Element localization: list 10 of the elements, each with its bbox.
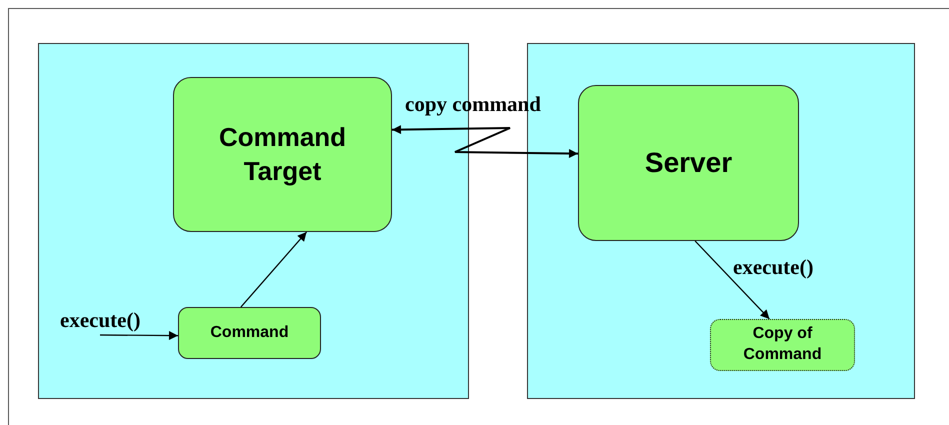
arrow <box>694 240 770 320</box>
arrow <box>392 125 578 158</box>
arrow <box>100 331 178 340</box>
edge-label: execute() <box>60 310 140 331</box>
process-box: Server <box>578 85 799 241</box>
process-box: Copy of Command <box>710 319 855 371</box>
process-box: Command Target <box>173 77 392 232</box>
arrow <box>240 232 308 308</box>
edge-label: execute() <box>733 257 814 278</box>
process-box: Command <box>178 307 321 359</box>
